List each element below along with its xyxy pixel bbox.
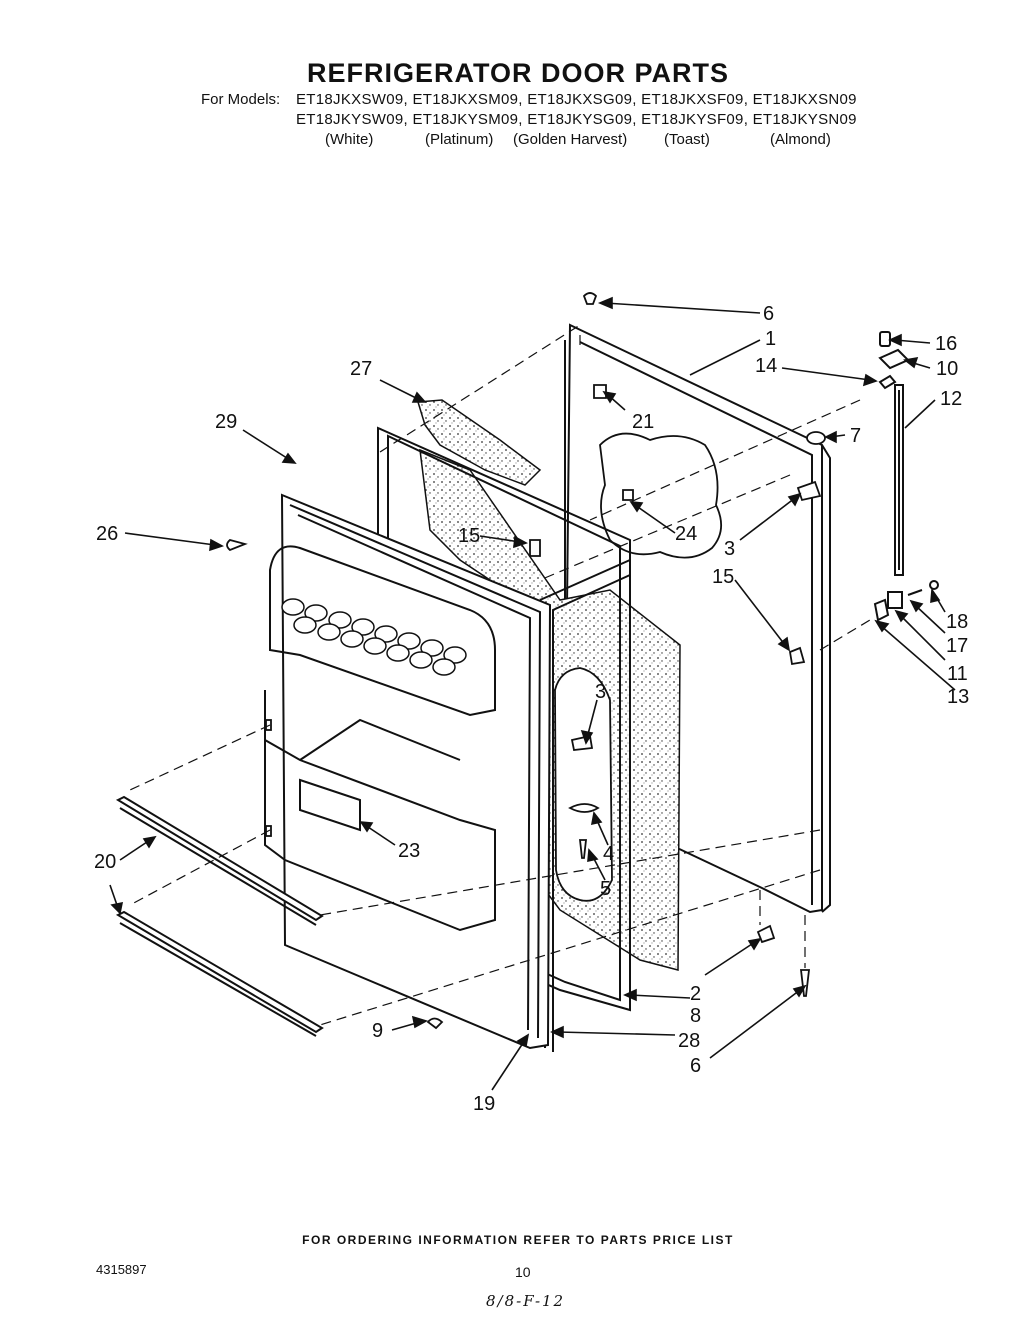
- callout-23: 23: [398, 840, 420, 862]
- callout-3-right: 3: [724, 538, 735, 560]
- callout-6-bottom: 6: [690, 1055, 701, 1077]
- door-shelf-liner: [264, 545, 496, 932]
- callout-10: 10: [936, 358, 958, 380]
- callout-15-middle: 15: [458, 525, 480, 547]
- models-row-1: ET18JKXSW09, ET18JKXSM09, ET18JKXSG09, E…: [296, 91, 857, 108]
- callout-20: 20: [94, 851, 116, 873]
- page-title: REFRIGERATOR DOOR PARTS: [306, 58, 729, 88]
- door-gasket-loop: [554, 667, 613, 902]
- for-models-label: For Models:: [201, 91, 281, 108]
- callout-13: 13: [947, 686, 969, 708]
- callout-2: 2: [690, 983, 701, 1005]
- callout-21: 21: [632, 411, 654, 433]
- callout-5: 5: [600, 878, 611, 900]
- callout-18: 18: [946, 611, 968, 633]
- callout-9: 9: [372, 1020, 383, 1042]
- callout-26: 26: [96, 523, 118, 545]
- page-number: 10: [515, 1264, 531, 1280]
- callout-numbers: 6 1 16 10 14 12 7 27 21 29 24 3 26 15 15…: [94, 303, 969, 1115]
- color-almond: (Almond): [770, 131, 831, 148]
- callout-29: 29: [215, 411, 237, 433]
- callout-24: 24: [675, 523, 697, 545]
- callout-19: 19: [473, 1093, 495, 1115]
- color-toast: (Toast): [664, 131, 710, 148]
- callout-leaders: [109, 296, 956, 1091]
- door-shelf-bars: [115, 795, 324, 1037]
- color-platinum: (Platinum): [425, 131, 494, 148]
- callout-16: 16: [935, 333, 957, 355]
- handwritten-note: 8/8-F-12: [486, 1292, 566, 1310]
- callout-11: 11: [947, 663, 968, 685]
- callout-17: 17: [946, 635, 968, 657]
- models-row-2: ET18JKYSW09, ET18JKYSM09, ET18JKYSG09, E…: [296, 111, 857, 128]
- callout-7: 7: [850, 425, 861, 447]
- ordering-note: FOR ORDERING INFORMATION REFER TO PARTS …: [302, 1233, 734, 1247]
- callout-12: 12: [940, 388, 962, 410]
- callout-6-top: 6: [763, 303, 774, 325]
- callout-4: 4: [603, 843, 614, 865]
- insulation-patch: [599, 432, 722, 559]
- callout-28: 28: [678, 1030, 700, 1052]
- foam-strip-top: [417, 399, 542, 486]
- callout-3-center: 3: [595, 681, 606, 703]
- callout-15-right: 15: [712, 566, 734, 588]
- callout-27: 27: [350, 358, 372, 380]
- callout-14: 14: [755, 355, 777, 377]
- hinge-assembly: [873, 331, 939, 622]
- color-white: (White): [325, 131, 374, 148]
- assembly-lines: [129, 324, 871, 1026]
- color-golden-harvest: (Golden Harvest): [513, 131, 628, 148]
- callout-1: 1: [765, 328, 776, 350]
- document-number: 4315897: [96, 1262, 147, 1277]
- callout-8: 8: [690, 1005, 701, 1027]
- egg-tray: [281, 598, 467, 676]
